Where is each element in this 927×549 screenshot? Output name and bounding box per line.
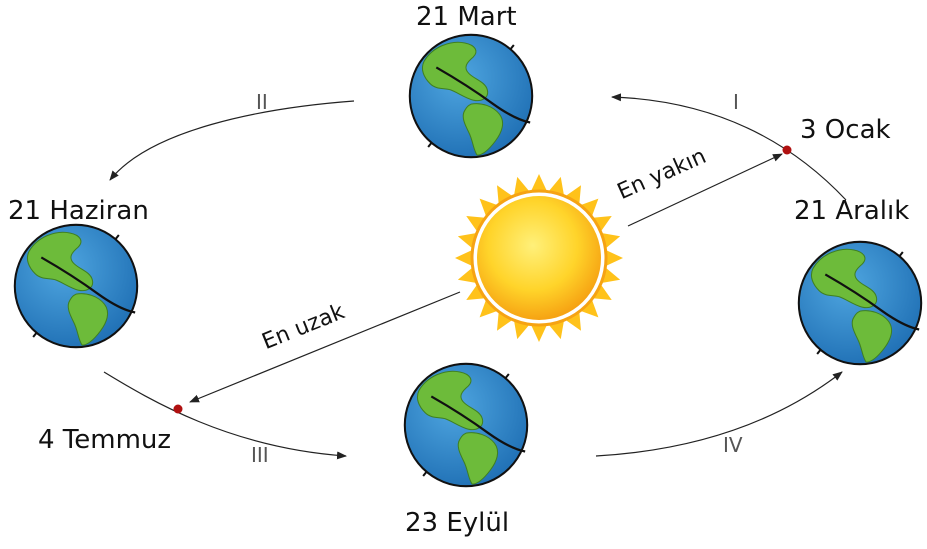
sun-ray	[579, 198, 599, 218]
sun-ray	[497, 310, 514, 331]
orbit-arc-III	[103, 371, 347, 460]
sun-ray	[591, 216, 612, 233]
orbit-arc-II	[109, 100, 355, 181]
sun-ray	[579, 298, 599, 318]
sun-ray	[479, 198, 499, 218]
earth-march	[408, 33, 534, 159]
sun-ray	[530, 174, 548, 193]
earth-december	[797, 240, 923, 366]
label-march: 21 Mart	[416, 2, 517, 32]
earth-june	[13, 223, 139, 349]
sun-ray	[564, 310, 581, 331]
segment-II: II	[256, 90, 268, 114]
segment-IV: IV	[723, 433, 743, 457]
sun-ray	[466, 216, 487, 233]
label-aphelion: 4 Temmuz	[38, 425, 172, 455]
sun-ray	[479, 298, 499, 318]
sun-ray	[497, 185, 514, 206]
sun-ray	[591, 283, 612, 300]
orbit-arc-IV	[595, 371, 843, 457]
label-december: 21 Aralık	[794, 196, 910, 226]
sun-ray	[455, 249, 474, 267]
perihelion-point	[782, 145, 792, 155]
label-perihelion: 3 Ocak	[800, 115, 891, 145]
orbit-arc-I	[611, 93, 847, 201]
aphelion-point	[173, 404, 183, 414]
sun-ray	[466, 283, 487, 300]
label-september: 23 Eylül	[405, 508, 510, 538]
sun-ray	[604, 249, 623, 267]
earth-september	[403, 362, 529, 488]
label-june: 21 Haziran	[8, 196, 149, 226]
nearest-arrow	[627, 153, 783, 227]
farthest-arrow	[189, 291, 461, 403]
segment-I: I	[733, 90, 739, 114]
sun	[455, 174, 623, 342]
segment-III: III	[251, 443, 269, 467]
sun-ray	[530, 323, 548, 342]
sun-ray	[564, 185, 581, 206]
